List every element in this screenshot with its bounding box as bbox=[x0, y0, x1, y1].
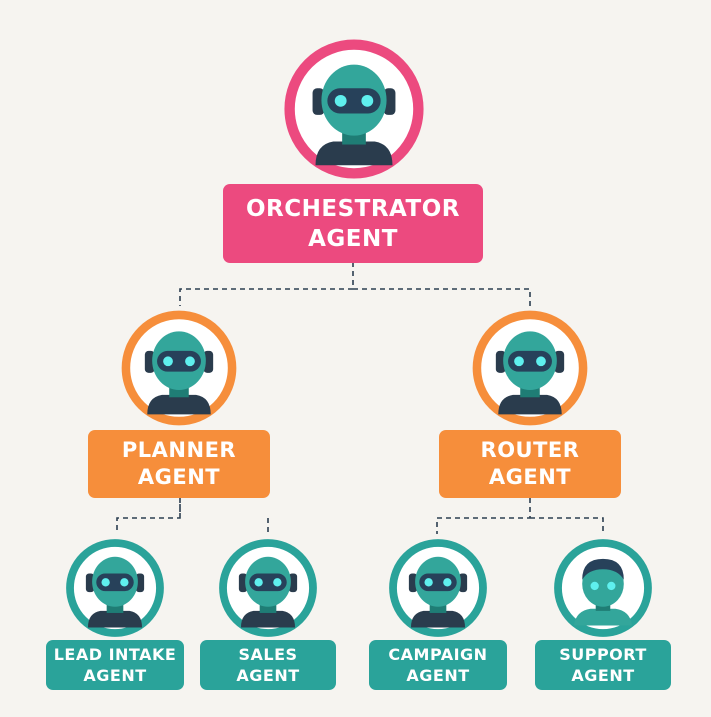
sales-label: SALES AGENT bbox=[200, 640, 336, 690]
router-label: ROUTER AGENT bbox=[439, 430, 621, 498]
campaign-label-line2: AGENT bbox=[406, 666, 470, 685]
support-label-line1: SUPPORT bbox=[559, 645, 647, 664]
robot-icon bbox=[85, 556, 145, 628]
support-avatar bbox=[551, 536, 655, 640]
connector-planner bbox=[116, 498, 181, 534]
support-label: SUPPORT AGENT bbox=[535, 640, 671, 690]
campaign-avatar bbox=[386, 536, 490, 640]
robot-icon bbox=[144, 331, 214, 415]
connector-router bbox=[436, 498, 604, 534]
lead-intake-label-line2: AGENT bbox=[83, 666, 147, 685]
lead-intake-label-line1: LEAD INTAKE bbox=[53, 645, 177, 664]
human-agent-icon bbox=[573, 558, 633, 626]
sales-label-line1: SALES bbox=[238, 645, 298, 664]
robot-icon bbox=[238, 556, 298, 628]
robot-icon bbox=[312, 64, 396, 166]
planner-label: PLANNER AGENT bbox=[88, 430, 270, 498]
sales-label-line2: AGENT bbox=[236, 666, 300, 685]
router-avatar bbox=[469, 307, 591, 429]
robot-icon bbox=[408, 556, 468, 628]
planner-avatar bbox=[118, 307, 240, 429]
orchestrator-label: ORCHESTRATOR AGENT bbox=[223, 184, 483, 263]
robot-icon bbox=[495, 331, 565, 415]
router-label-line2: AGENT bbox=[488, 465, 572, 489]
orchestrator-label-line2: AGENT bbox=[308, 225, 398, 252]
router-label-line1: ROUTER bbox=[480, 438, 580, 462]
planner-label-line1: PLANNER bbox=[121, 438, 237, 462]
orchestrator-label-line1: ORCHESTRATOR bbox=[245, 195, 461, 222]
lead-intake-avatar bbox=[63, 536, 167, 640]
connector-orchestrator bbox=[179, 262, 531, 306]
planner-label-line2: AGENT bbox=[137, 465, 221, 489]
support-label-line2: AGENT bbox=[571, 666, 635, 685]
lead-intake-label: LEAD INTAKE AGENT bbox=[46, 640, 184, 690]
campaign-label: CAMPAIGN AGENT bbox=[369, 640, 507, 690]
orchestrator-avatar bbox=[280, 35, 428, 183]
campaign-label-line1: CAMPAIGN bbox=[388, 645, 488, 664]
sales-avatar bbox=[216, 536, 320, 640]
